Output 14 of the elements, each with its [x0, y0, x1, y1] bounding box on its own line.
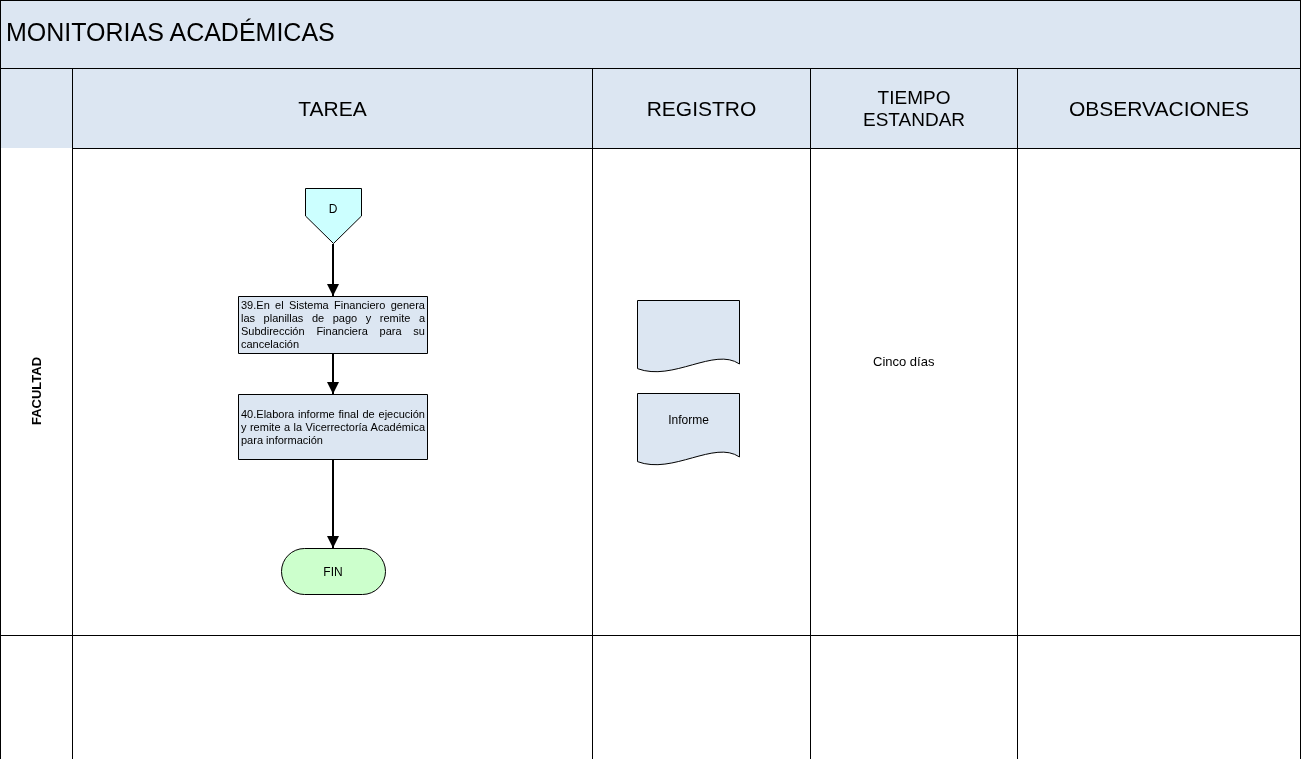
process-box: 39.En el Sistema Financiero genera las planillas de pago y remite a Subdirección Financiera para su cancelación: [238, 296, 428, 354]
arrow: [327, 353, 339, 395]
time-label: Cinco días: [873, 354, 935, 369]
arrow: [327, 243, 339, 297]
column-header: OBSERVACIONES: [1067, 95, 1251, 122]
column-header: REGISTRO: [645, 95, 758, 122]
arrow: [327, 459, 339, 549]
column-header: TIEMPO ESTANDAR: [861, 85, 967, 132]
column-header: TAREA: [297, 95, 368, 122]
process-box: 40.Elabora informe final de ejecución y remite a la Vicerrectoría Académica para información: [238, 394, 428, 460]
off-page-connector: D: [304, 188, 362, 244]
title: MONITORIAS ACADÉMICAS: [6, 18, 335, 47]
lane-label: FACULTAD: [28, 356, 44, 426]
terminator: FIN: [280, 548, 386, 595]
